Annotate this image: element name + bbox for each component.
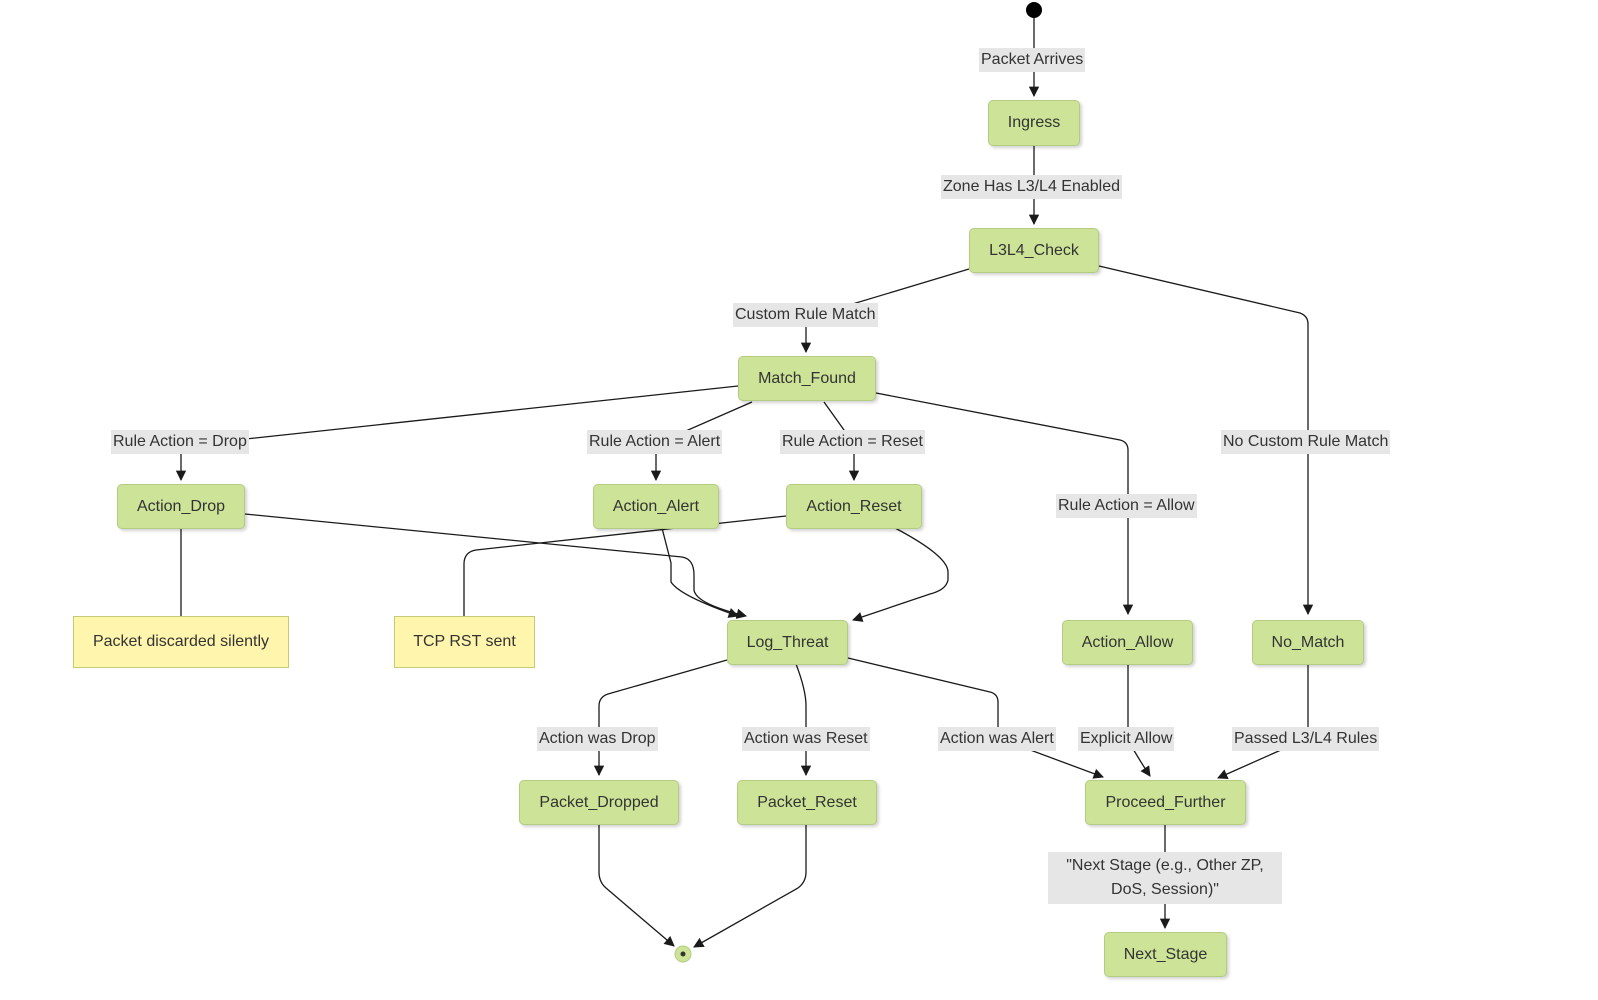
- state-action-drop[interactable]: Action_Drop: [117, 484, 245, 529]
- note-tcp-rst-sent: TCP RST sent: [394, 616, 535, 668]
- label-next-stage: "Next Stage (e.g., Other ZP, DoS, Sessio…: [1048, 852, 1282, 904]
- state-action-alert[interactable]: Action_Alert: [593, 484, 719, 529]
- edge-log-reset: [795, 663, 812, 777]
- note-packet-discarded: Packet discarded silently: [73, 616, 289, 668]
- state-log-threat[interactable]: Log_Threat: [727, 620, 848, 665]
- edge-log-proceed: [847, 657, 1104, 779]
- state-ingress[interactable]: Ingress: [988, 100, 1080, 146]
- label-rule-reset: Rule Action = Reset: [780, 430, 925, 454]
- label-rule-drop: Rule Action = Drop: [111, 430, 249, 454]
- edge-check-nomatch: [1098, 265, 1314, 616]
- end-node: [674, 945, 692, 963]
- edge-match-allow: [875, 392, 1134, 616]
- start-node: [1026, 2, 1042, 18]
- state-match-found[interactable]: Match_Found: [738, 356, 876, 401]
- edge-dropped-end: [598, 825, 675, 947]
- edge-reset-note: [463, 515, 787, 616]
- edge-reset-log: [852, 527, 949, 622]
- state-next-stage[interactable]: Next_Stage: [1104, 932, 1227, 977]
- label-explicit-allow: Explicit Allow: [1078, 727, 1175, 751]
- edge-drop-log: [244, 513, 748, 619]
- edge-allow-proceed: [1127, 664, 1151, 777]
- label-rule-alert: Rule Action = Alert: [587, 430, 723, 454]
- state-proceed-further[interactable]: Proceed_Further: [1085, 780, 1246, 825]
- label-no-custom-rule-match: No Custom Rule Match: [1221, 430, 1391, 454]
- label-zone-enabled: Zone Has L3/L4 Enabled: [941, 175, 1123, 199]
- state-packet-reset[interactable]: Packet_Reset: [737, 780, 877, 825]
- edge-reset-end: [693, 825, 807, 948]
- label-passed-rules: Passed L3/L4 Rules: [1232, 727, 1380, 751]
- edge-nomatch-proceed: [1217, 664, 1309, 779]
- label-action-was-reset: Action was Reset: [742, 727, 870, 751]
- label-packet-arrives: Packet Arrives: [979, 48, 1086, 72]
- label-action-was-drop: Action was Drop: [537, 727, 658, 751]
- state-l3l4-check[interactable]: L3L4_Check: [969, 228, 1099, 273]
- label-action-was-alert: Action was Alert: [938, 727, 1056, 751]
- state-packet-dropped[interactable]: Packet_Dropped: [519, 780, 679, 825]
- state-no-match[interactable]: No_Match: [1252, 620, 1364, 665]
- edge-log-dropped: [593, 659, 728, 777]
- state-action-reset[interactable]: Action_Reset: [786, 484, 922, 529]
- state-action-allow[interactable]: Action_Allow: [1062, 620, 1193, 665]
- edge-alert-log: [661, 527, 739, 618]
- label-custom-rule-match: Custom Rule Match: [733, 303, 878, 327]
- label-rule-allow: Rule Action = Allow: [1056, 494, 1197, 518]
